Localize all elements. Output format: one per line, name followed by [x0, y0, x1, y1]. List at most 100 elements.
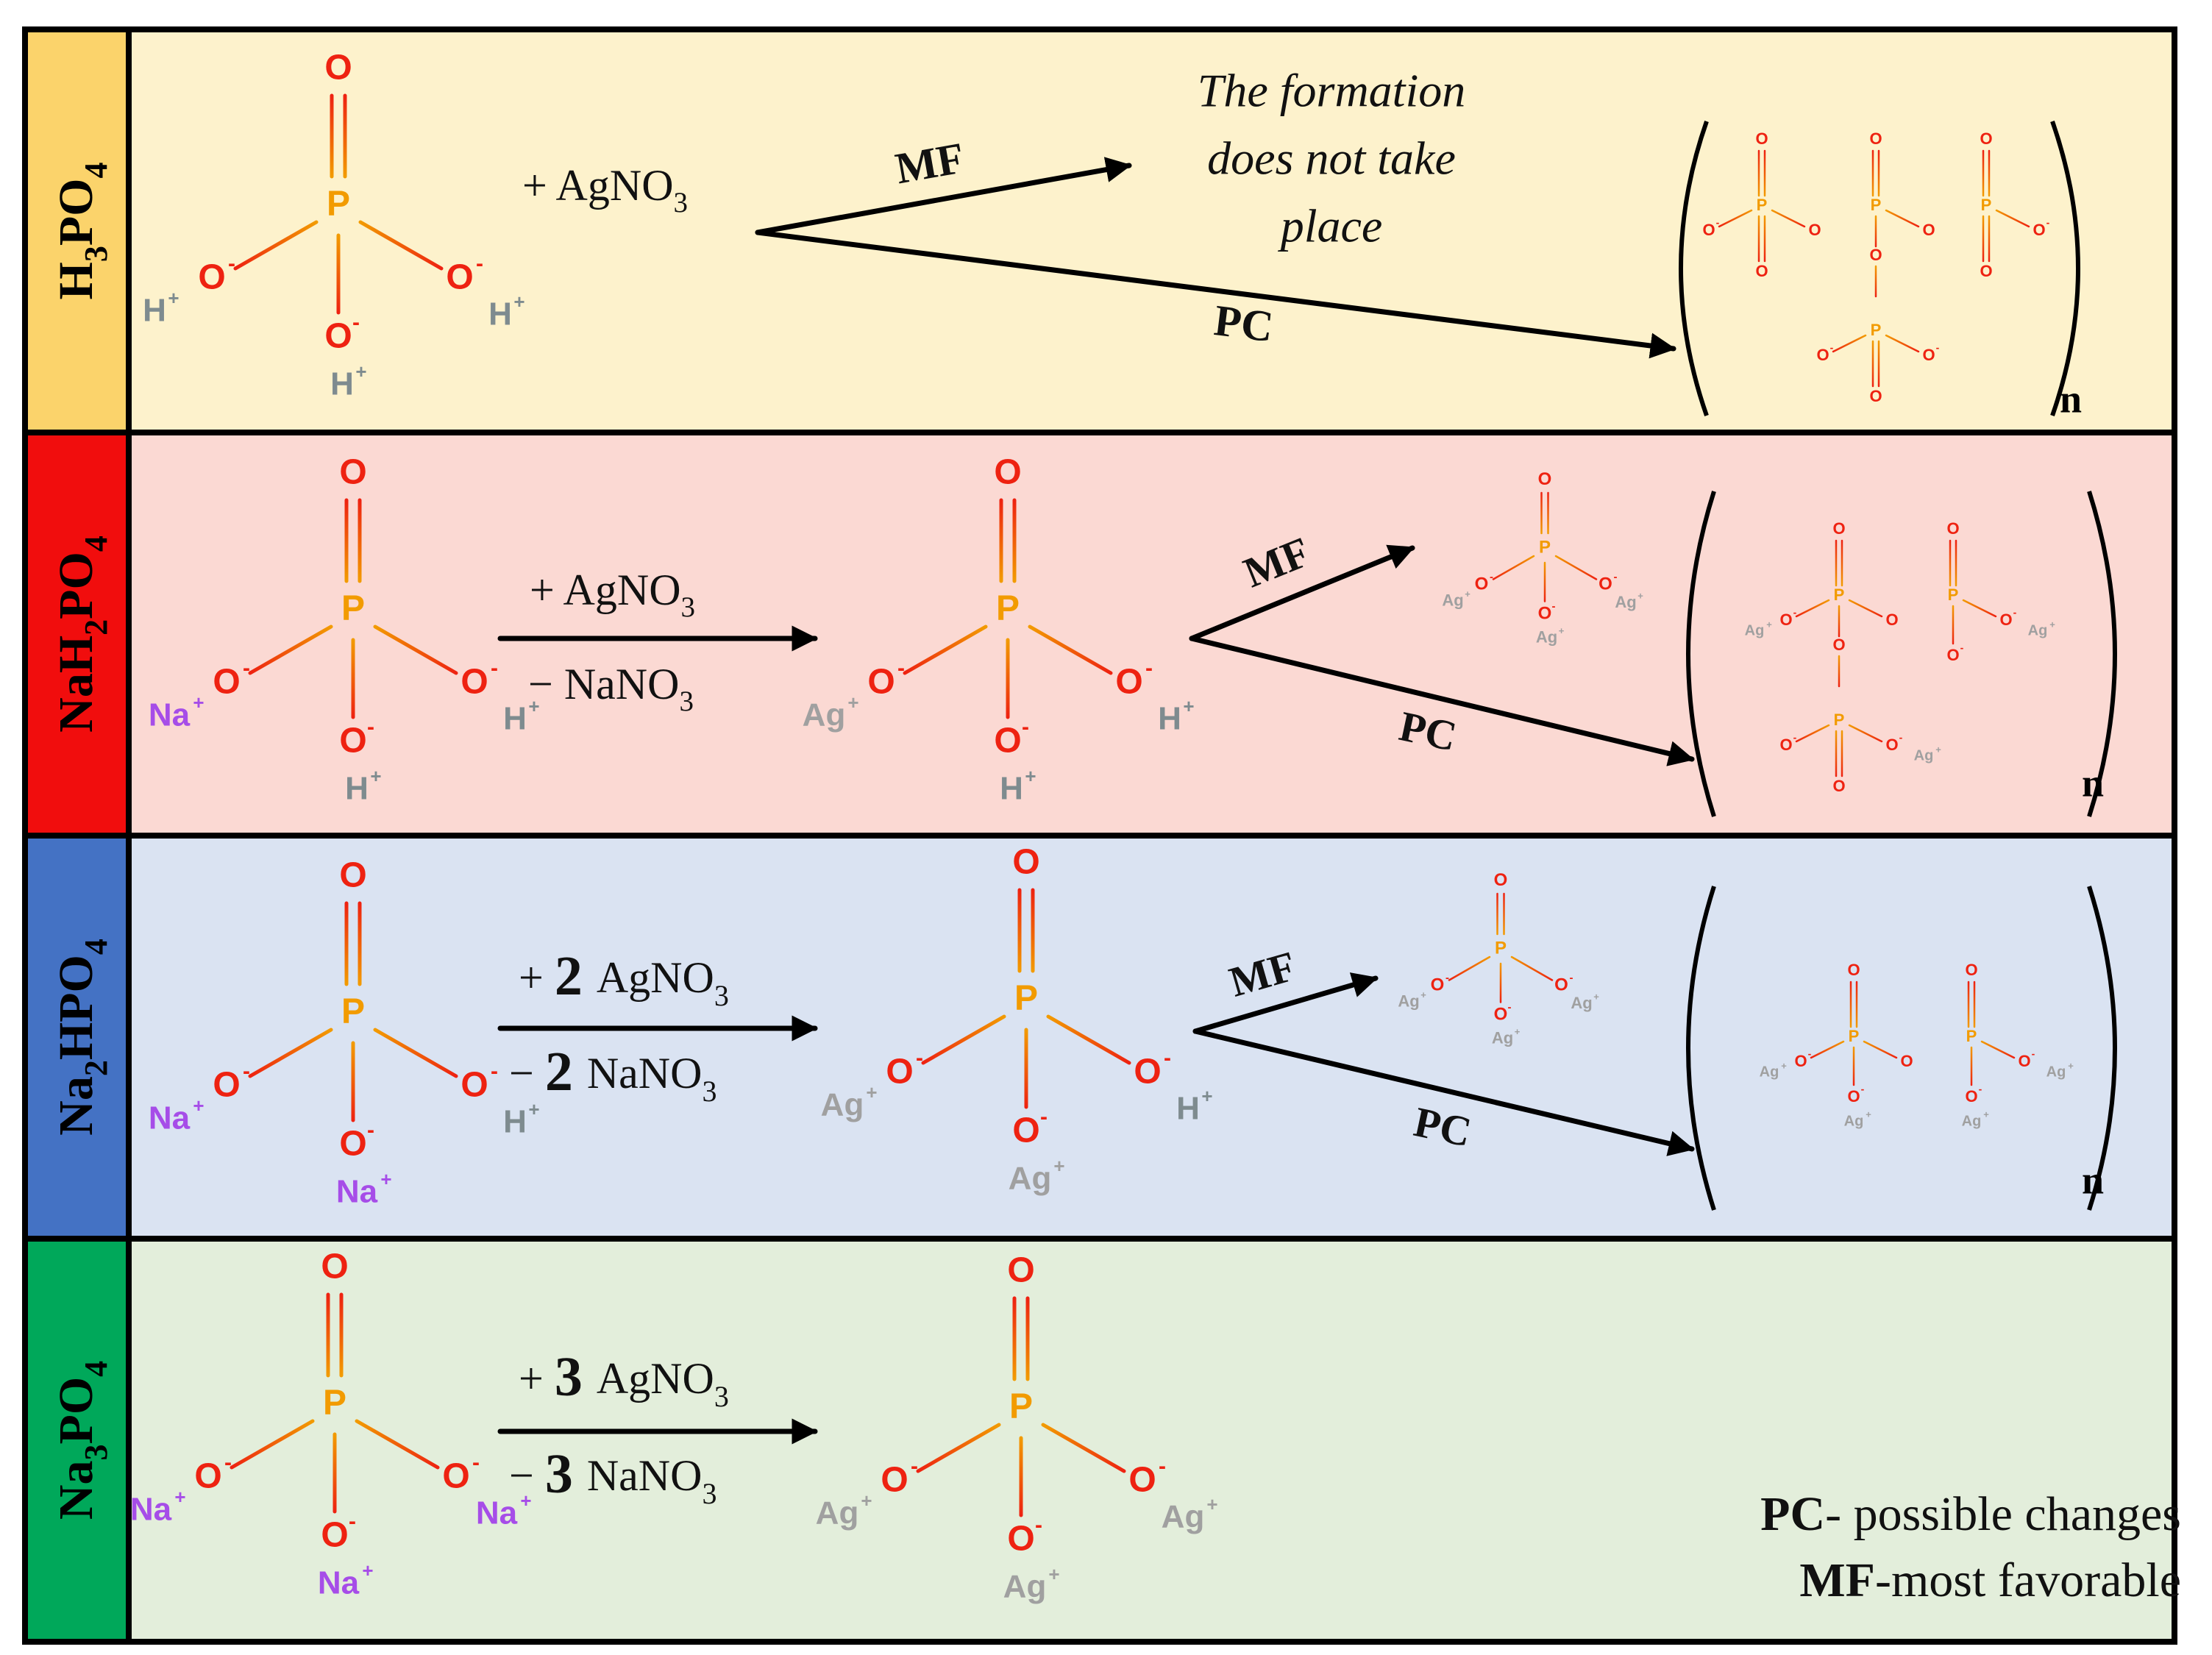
cation-ag: Ag [1492, 1028, 1513, 1047]
cation-h: H [503, 701, 527, 737]
charge-sign: + [520, 1490, 531, 1512]
charge-sign: + [1983, 1108, 1989, 1120]
charge-sign: + [1866, 1108, 1871, 1120]
cation-na: Na [130, 1492, 172, 1528]
bond-line [1554, 555, 1598, 580]
charge-sign: - [491, 656, 498, 680]
phosphorus-atom: P [1966, 1027, 1977, 1045]
charge-sign: - [911, 1454, 918, 1478]
charge-sign: - [1960, 642, 1964, 654]
cation-na: Na [336, 1174, 378, 1210]
reagent-label: + AgNO3 [522, 161, 688, 219]
oxygen-atom: O [1012, 1111, 1039, 1150]
oxygen-atom: O [1847, 1087, 1860, 1106]
cation-h: H [143, 293, 166, 329]
cation-ag: Ag [2046, 1064, 2066, 1080]
charge-sign: + [1053, 1155, 1064, 1177]
bond-line [248, 624, 333, 675]
row-label-cell [26, 435, 127, 833]
silver-phosphate-mf: OPO-O-O-Ag+Ag+Ag+ [1442, 469, 1643, 646]
cation-ag: Ag [2028, 622, 2048, 638]
charge-sign: + [1048, 1563, 1059, 1585]
phosphorus-atom: P [1871, 321, 1882, 339]
bond-line [1718, 209, 1753, 228]
charge-sign: - [1552, 600, 1556, 613]
row-label: Na2HPO4 [49, 939, 113, 1136]
phosphorus-atom: P [341, 992, 365, 1031]
oxygen-atom: O [994, 453, 1021, 492]
charge-sign: - [1936, 342, 1940, 354]
bond-line [1848, 599, 1883, 618]
charge-sign: + [1559, 625, 1565, 636]
legend-mf: MF-most favorable [1799, 1553, 2181, 1607]
oxygen-atom: O [1816, 346, 1829, 364]
charge-sign: - [1899, 732, 1903, 744]
silver-dihydrogen-phosphate: OPO-O-O-Ag+H+H+ [803, 453, 1195, 807]
oxygen-atom: O [1869, 387, 1882, 405]
reagent-label: + AgNO3 [530, 566, 695, 624]
bond-line [1028, 624, 1113, 675]
charge-sign: - [1716, 217, 1720, 229]
sodium-dihydrogen-phosphate: OPO-O-O-Na+H+H+ [149, 453, 540, 807]
cation-ag: Ag [1962, 1113, 1982, 1129]
cation-h: H [503, 1104, 527, 1140]
byproduct-label: − 3 NaNO3 [509, 1443, 716, 1509]
oxygen-atom: O [339, 1125, 366, 1164]
bond-line [1492, 555, 1535, 580]
charge-sign: - [1159, 1454, 1166, 1478]
phosphoric-acid: OPO-O-O-H+H+H+ [143, 49, 524, 402]
cation-ag: Ag [1760, 1064, 1779, 1080]
oxygen-atom: O [1808, 221, 1821, 239]
bond-line [358, 220, 444, 271]
bond-line [916, 1423, 1001, 1473]
row-label: H3PO4 [49, 163, 113, 300]
row-background [131, 435, 2172, 833]
no-formation-text: The formation [1198, 65, 1465, 117]
bond-line [355, 1419, 440, 1470]
oxygen-atom: O [213, 1066, 240, 1105]
no-formation-text: place [1278, 200, 1383, 252]
oxygen-atom: O [321, 1516, 348, 1555]
mf-arrow [1192, 972, 1379, 1034]
charge-sign: + [866, 1081, 877, 1103]
oxygen-atom: O [1007, 1251, 1034, 1290]
oxygen-atom: O [1946, 519, 1959, 538]
cation-ag: Ag [1398, 992, 1419, 1010]
pc-label: PC [1395, 702, 1461, 761]
mf-label: MF [892, 133, 967, 193]
bond-line [1885, 209, 1920, 228]
oxygen-atom: O [1755, 129, 1768, 148]
pc-label: PC [1212, 296, 1276, 351]
charge-sign: + [370, 765, 381, 787]
row-label-cell [26, 1242, 127, 1639]
cation-na: Na [149, 697, 191, 733]
oxygen-atom: O [1494, 1004, 1508, 1024]
row-label: NaH2PO4 [49, 535, 113, 733]
no-formation-text: does not take [1207, 132, 1456, 185]
oxygen-atom: O [1007, 1520, 1034, 1559]
oxygen-atom: O [1832, 777, 1845, 795]
charge-sign: + [1025, 765, 1036, 787]
charge-sign: - [224, 1451, 232, 1475]
cation-ag: Ag [1914, 747, 1934, 764]
polyphosphate-unit: POO-Ag+O-Ag+O [1760, 961, 1913, 1129]
charge-sign: - [2046, 217, 2050, 229]
cation-h: H [345, 771, 369, 807]
repeat-unit-n: n [2060, 377, 2082, 421]
phosphorus-atom: P [1757, 196, 1768, 214]
disodium-hydrogen-phosphate: OPO-O-O-Na+H+Na+ [149, 856, 540, 1210]
cation-ag: Ag [1003, 1569, 1047, 1605]
byproduct-label: − NaNO3 [528, 660, 694, 718]
charge-sign: + [528, 695, 539, 717]
phosphorus-atom: P [323, 1384, 346, 1423]
cation-na: Na [476, 1495, 518, 1531]
oxygen-atom: O [1965, 1087, 1977, 1106]
pc-arrow [1189, 636, 1695, 766]
mf-arrow [1189, 544, 1415, 641]
oxygen-atom: O [321, 1248, 348, 1286]
oxygen-atom: O [994, 722, 1021, 761]
charge-sign: + [1637, 590, 1643, 601]
charge-sign: + [861, 1490, 872, 1512]
oxygen-atom: O [1922, 346, 1935, 364]
